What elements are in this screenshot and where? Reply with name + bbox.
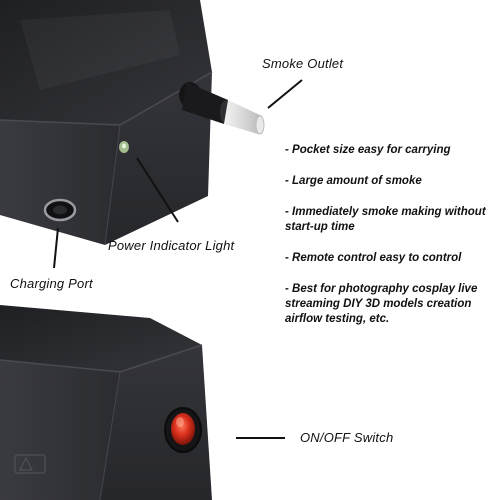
feature-item: - Best for photography cosplay live stre… xyxy=(285,283,478,325)
smoke-outlet-nozzle xyxy=(179,82,265,135)
callout-lines-upper xyxy=(53,79,303,269)
on-off-switch-label: ON/OFF Switch xyxy=(300,430,394,445)
charging-port-label: Charging Port xyxy=(10,276,93,291)
charging-port-graphic xyxy=(43,198,77,222)
smoke-outlet-label: Smoke Outlet xyxy=(262,56,344,71)
on-off-switch-graphic xyxy=(164,407,202,453)
lower-device xyxy=(0,305,212,500)
feature-item: - Remote control easy to control xyxy=(285,252,462,264)
power-indicator-led xyxy=(119,141,129,153)
power-indicator-label: Power Indicator Light xyxy=(108,238,235,253)
feature-list: - Pocket size easy for carrying - Large … xyxy=(285,143,495,343)
upper-device xyxy=(0,0,213,246)
feature-item: - Large amount of smoke xyxy=(285,175,422,187)
feature-item: - Pocket size easy for carrying xyxy=(285,144,451,156)
feature-item: - Immediately smoke making without start… xyxy=(285,206,486,233)
